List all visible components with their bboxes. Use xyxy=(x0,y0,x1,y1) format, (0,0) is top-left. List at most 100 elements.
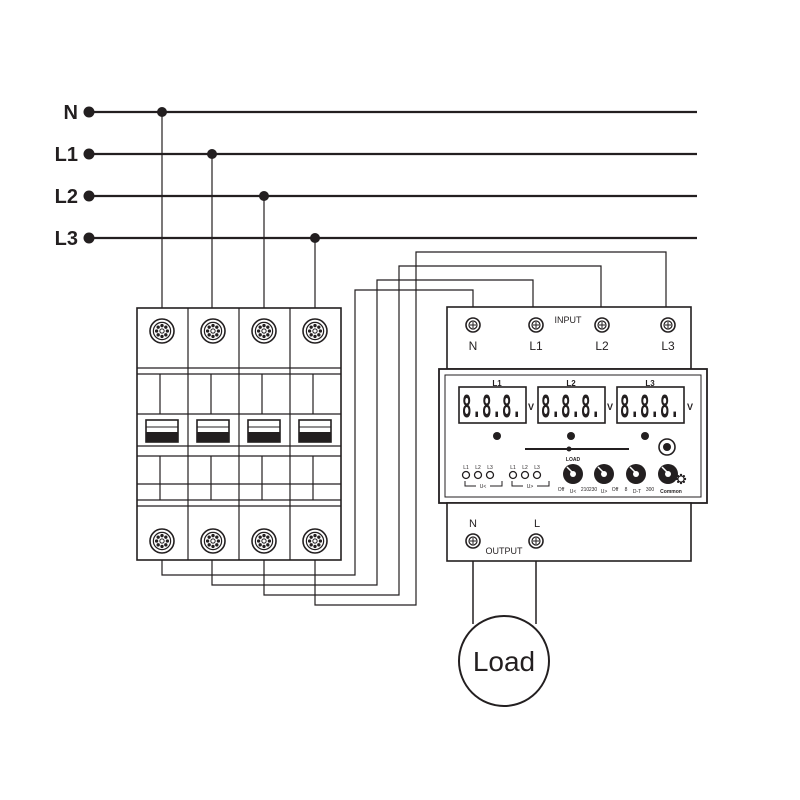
phase-led-3 xyxy=(485,470,495,480)
bus-drops xyxy=(161,112,316,308)
gear-icon xyxy=(675,473,687,485)
bus-end-dot-n xyxy=(83,106,95,118)
knob-label-over: U> xyxy=(601,489,608,495)
display-l3 xyxy=(616,386,685,424)
phase-led-1 xyxy=(461,470,471,480)
bus-end-dot-l2 xyxy=(83,190,95,202)
breaker-bottom-terminal-l1 xyxy=(200,528,226,554)
knob-label-under: U< xyxy=(570,489,577,495)
status-led-2 xyxy=(567,432,575,440)
display-phase-label-l2: L2 xyxy=(566,379,576,388)
common-label: Common xyxy=(660,489,682,495)
breaker-bottom-terminal-l2 xyxy=(251,528,277,554)
output-terminal-label-n: N xyxy=(469,518,477,530)
voltage-relay: INPUT N L1 L2 L3 L1 L2 L3 8.8.8. 8.8.8. … xyxy=(438,306,708,562)
breaker-lever-l3[interactable] xyxy=(298,419,332,443)
relay-output-block xyxy=(446,502,692,562)
display-value-l3: 8.8.8. xyxy=(620,390,680,425)
phase-led-5 xyxy=(520,470,530,480)
junction-dot-l3 xyxy=(310,233,320,243)
breaker-top-terminal-l2 xyxy=(251,318,277,344)
relay-input-block xyxy=(446,306,692,370)
breaker-top-terminal-n xyxy=(149,318,175,344)
display-value-l2: 8.8.8. xyxy=(541,390,601,425)
input-terminal-label-l3: L3 xyxy=(661,339,675,353)
bus-end-dot-l3 xyxy=(83,232,95,244)
load-wires xyxy=(472,561,537,624)
input-terminal-label-n: N xyxy=(469,339,478,353)
led-group-label-under: U< xyxy=(480,484,487,490)
circuit-breaker xyxy=(136,307,342,561)
breaker-top-terminal-l1 xyxy=(200,318,226,344)
feed-wire-l3 xyxy=(314,251,667,606)
junction-dot-l2 xyxy=(259,191,269,201)
common-knob[interactable] xyxy=(658,464,678,484)
display-l2 xyxy=(537,386,606,424)
junction-dot-n xyxy=(157,107,167,117)
knob-label-dt: D-T xyxy=(633,489,641,495)
bus-end-dot-l1 xyxy=(83,148,95,160)
breaker-lever-l2[interactable] xyxy=(247,419,281,443)
bus-end-dots xyxy=(83,106,95,244)
input-terminal-label-l2: L2 xyxy=(595,339,609,353)
display-unit-l3: V xyxy=(687,402,693,412)
feed-wire-l2 xyxy=(263,265,602,596)
display-phase-label-l1: L1 xyxy=(492,379,502,388)
breaker-top-terminal-l3 xyxy=(302,318,328,344)
bus-label-l3: L3 xyxy=(55,228,78,250)
phase-led-label-3: L3 xyxy=(487,465,493,471)
display-phase-label-l3: L3 xyxy=(645,379,655,388)
input-terminal-l3 xyxy=(660,317,676,333)
load-label: LOAD xyxy=(566,457,581,463)
status-led-1 xyxy=(493,432,501,440)
phase-led-label-2: L2 xyxy=(475,465,481,471)
phase-led-label-1: L1 xyxy=(463,465,469,471)
input-terminal-n xyxy=(465,317,481,333)
led-group-label-over: U> xyxy=(527,484,534,490)
knob-label-230: 230 xyxy=(589,487,598,493)
delay-knob[interactable] xyxy=(626,464,646,484)
phase-led-6 xyxy=(532,470,542,480)
feed-wire-l1 xyxy=(211,279,534,586)
bus-label-l2: L2 xyxy=(55,186,78,208)
reset-button-center xyxy=(663,443,671,451)
phase-led-label-5: L2 xyxy=(522,465,528,471)
knob-label-300: 300 xyxy=(646,487,655,493)
knob-label-8: 8 xyxy=(625,487,628,493)
breaker-lever-n[interactable] xyxy=(145,419,179,443)
output-terminal-n xyxy=(465,533,481,549)
display-unit-l2: V xyxy=(607,402,613,412)
input-terminal-l1 xyxy=(528,317,544,333)
relay-front-inner xyxy=(444,374,702,498)
load-circle xyxy=(458,615,550,707)
status-bar-dot xyxy=(566,446,572,452)
display-unit-l1: V xyxy=(528,402,534,412)
phase-led-label-4: L1 xyxy=(510,465,516,471)
phase-led-label-6: L3 xyxy=(534,465,540,471)
junction-dots xyxy=(157,107,320,243)
status-led-3 xyxy=(641,432,649,440)
phase-led-2 xyxy=(473,470,483,480)
phase-led-4 xyxy=(508,470,518,480)
load-label-text: Load xyxy=(473,646,535,677)
relay-feed-wires xyxy=(161,251,667,606)
feed-wire-n xyxy=(161,289,474,576)
bus-label-n: N xyxy=(64,102,78,124)
input-label: INPUT xyxy=(555,315,583,325)
output-terminal-l xyxy=(528,533,544,549)
display-l1 xyxy=(458,386,527,424)
input-terminal-l2 xyxy=(594,317,610,333)
junction-dot-l1 xyxy=(207,149,217,159)
overvoltage-knob[interactable] xyxy=(594,464,614,484)
output-label: OUTPUT xyxy=(486,546,524,556)
undervoltage-knob[interactable] xyxy=(563,464,583,484)
bus-label-l1: L1 xyxy=(55,144,78,166)
bus-lines xyxy=(88,110,697,240)
knob-label-210: 210 xyxy=(581,487,590,493)
input-terminal-label-l1: L1 xyxy=(529,339,543,353)
knob-label-off-2: Off xyxy=(612,487,619,493)
breaker-bottom-terminal-l3 xyxy=(302,528,328,554)
breaker-lever-l1[interactable] xyxy=(196,419,230,443)
breaker-bottom-terminal-n xyxy=(149,528,175,554)
